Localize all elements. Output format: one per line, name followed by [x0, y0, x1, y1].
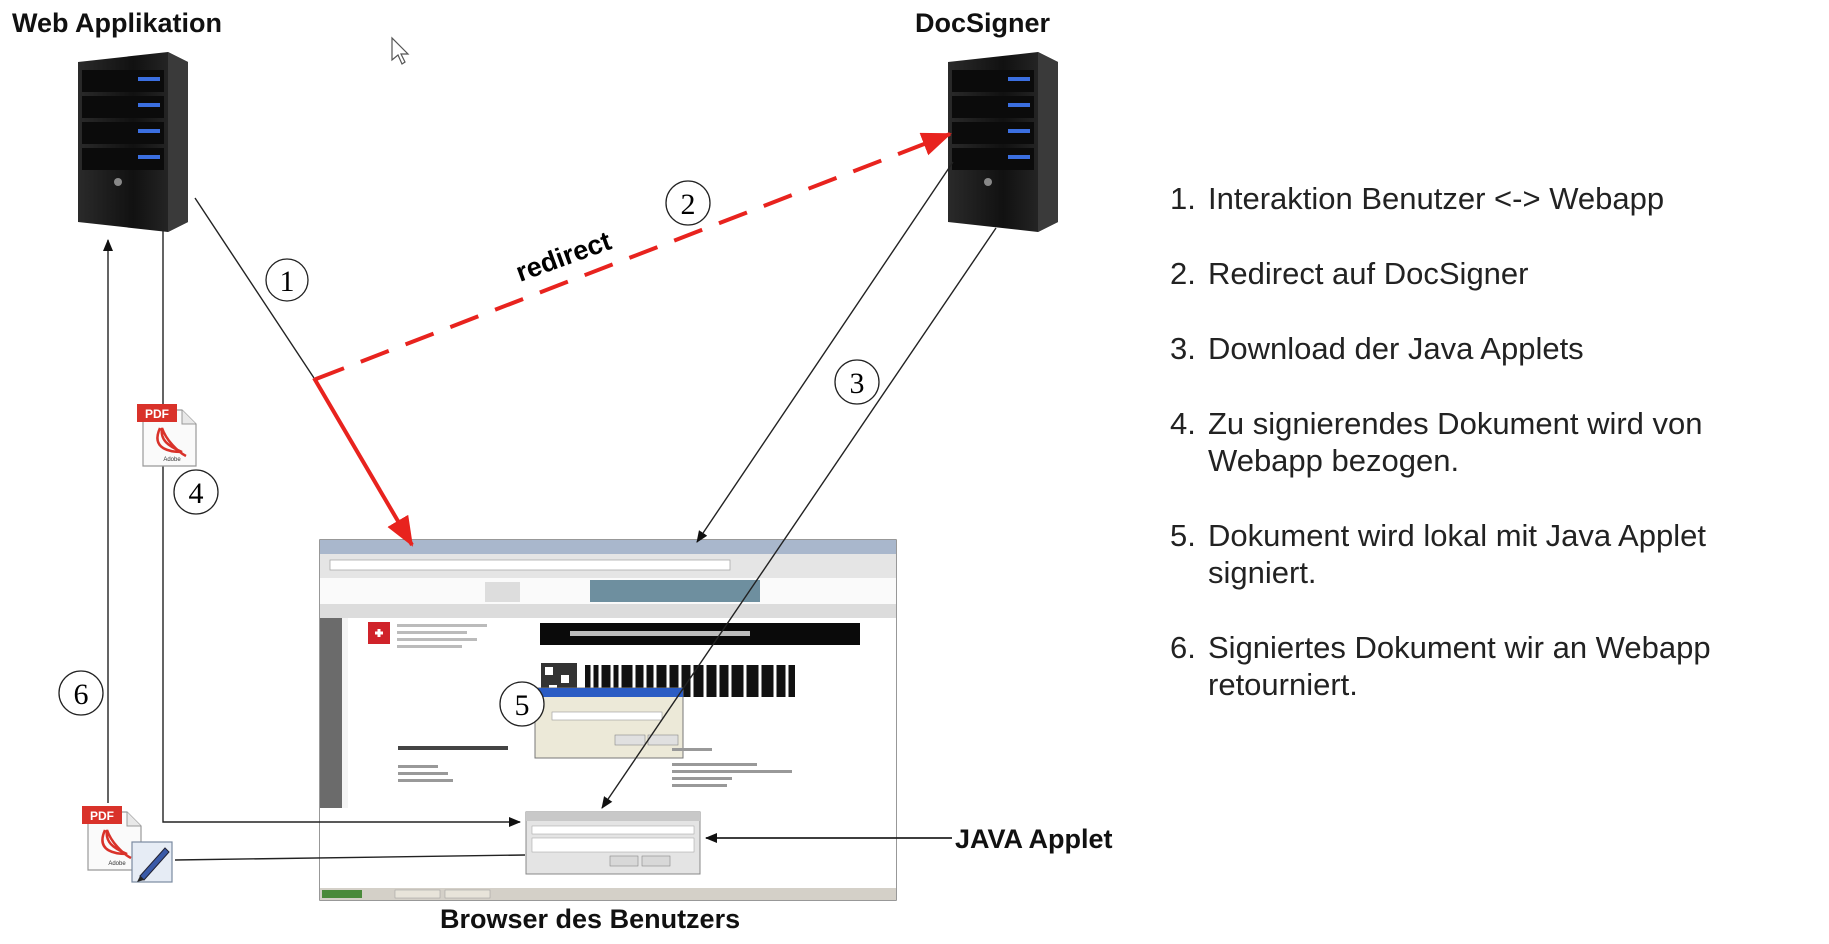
svg-text:2: 2 [681, 188, 696, 221]
edge-6-signed-line [174, 854, 526, 861]
browser-title: Browser des Benutzers [440, 904, 741, 934]
svg-text:5: 5 [515, 689, 530, 722]
signed-pdf-document-icon: PDF Adobe [82, 806, 173, 883]
step-marker-2: 2 [665, 180, 711, 226]
docsigner-title: DocSigner [915, 8, 1051, 38]
pdf-document-icon: PDF Adobe [137, 404, 197, 467]
svg-text:Adobe: Adobe [108, 861, 126, 867]
svg-text:1: 1 [280, 265, 295, 298]
step-marker-3: 3 [834, 359, 880, 405]
step-item-1: 1.Interaktion Benutzer <-> Webapp [1170, 181, 1665, 216]
step-item-3: 3.Download der Java Applets [1170, 331, 1584, 366]
edge-3a-arrow [696, 161, 954, 543]
edge-3b-arrow [601, 227, 997, 809]
step-item-4: 4.Zu signierendes Dokument wird von Weba… [1170, 406, 1703, 478]
step-marker-1: 1 [265, 258, 309, 302]
step-item-5: 5.Dokument wird lokal mit Java Applet si… [1170, 518, 1706, 590]
edge-1-line [194, 197, 315, 379]
steps-list: 1.Interaktion Benutzer <-> Webapp 2.Redi… [1170, 180, 1820, 741]
web-application-title: Web Applikation [12, 8, 223, 38]
svg-text:6: 6 [74, 678, 89, 711]
mouse-cursor-icon [391, 36, 410, 65]
svg-text:Adobe: Adobe [163, 457, 181, 463]
step-marker-4: 4 [173, 469, 219, 515]
web-app-server-icon [78, 52, 188, 232]
svg-text:3: 3 [850, 367, 865, 400]
java-applet-label: JAVA Applet [955, 824, 1113, 854]
step-item-6: 6.Signiertes Dokument wir an Webapp reto… [1170, 630, 1711, 702]
redirect-label: redirect [512, 226, 615, 288]
edge-2-redirect-arrow [315, 132, 952, 381]
svg-text:PDF: PDF [145, 407, 169, 421]
step-item-2: 2.Redirect auf DocSigner [1170, 256, 1529, 291]
step-marker-6: 6 [58, 670, 104, 716]
browser-window [319, 539, 897, 901]
svg-text:PDF: PDF [90, 809, 114, 823]
step-marker-5: 5 [499, 681, 545, 727]
edge-1-red-arrow [312, 376, 414, 547]
docsigner-server-icon [948, 52, 1058, 232]
svg-text:4: 4 [189, 477, 204, 510]
